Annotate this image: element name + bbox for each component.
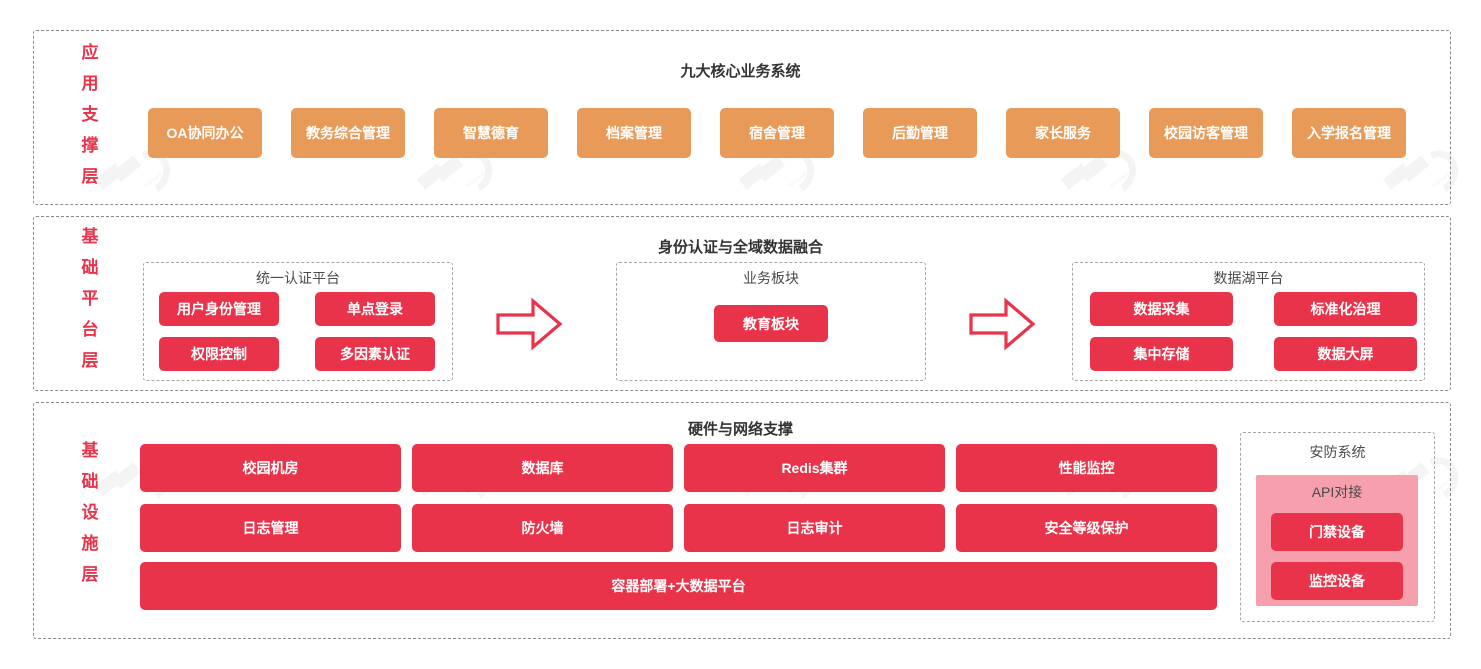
infra-item-container-bigdata[interactable]: 容器部署+大数据平台: [140, 562, 1217, 610]
layer-label-base-platform: 基 础 平 台 层: [72, 228, 108, 369]
datalake-item-storage[interactable]: 集中存储: [1090, 337, 1233, 371]
system-chip-academic[interactable]: 教务综合管理: [291, 108, 405, 158]
infra-item-redis-cluster[interactable]: Redis集群: [684, 444, 945, 492]
layer-label-char: 用: [81, 74, 99, 93]
layer-label-char: 应: [81, 43, 99, 62]
system-chip-oa[interactable]: OA协同办公: [148, 108, 262, 158]
group-title-business-sector: 业务板块: [743, 270, 799, 286]
group-business-sector: [616, 262, 926, 381]
layer-label-char: 层: [81, 565, 99, 584]
business-item-education[interactable]: 教育板块: [714, 305, 828, 342]
group-title-security-system: 安防系统: [1309, 444, 1366, 460]
infra-item-campus-datacenter[interactable]: 校园机房: [140, 444, 401, 492]
system-chip-dormitory[interactable]: 宿舍管理: [720, 108, 834, 158]
layer-label-char: 基: [81, 227, 99, 246]
layer-label-char: 台: [81, 320, 99, 339]
system-chip-enrollment[interactable]: 入学报名管理: [1292, 108, 1406, 158]
infrastructure-layer-title: 硬件与网络支撑: [687, 421, 793, 438]
layer-label-char: 平: [81, 289, 99, 308]
infra-item-database[interactable]: 数据库: [412, 444, 673, 492]
layer-label-char: 施: [81, 534, 99, 553]
layer-label-char: 基: [81, 441, 99, 460]
layer-label-char: 础: [81, 258, 99, 277]
application-layer-title: 九大核心业务系统: [680, 63, 801, 80]
arrow-right-icon: [969, 297, 1036, 351]
infra-item-performance-monitor[interactable]: 性能监控: [956, 444, 1217, 492]
system-chip-parent-service[interactable]: 家长服务: [1006, 108, 1120, 158]
security-device-surveillance[interactable]: 监控设备: [1271, 562, 1403, 600]
layer-application-support: [33, 30, 1451, 205]
layer-label-infrastructure: 基 础 设 施 层: [72, 442, 108, 583]
layer-label-char: 层: [81, 351, 99, 370]
group-security-system: [1240, 432, 1435, 622]
auth-item-permission[interactable]: 权限控制: [159, 337, 279, 371]
layer-infrastructure: [33, 402, 1451, 639]
system-chip-moral-education[interactable]: 智慧德育: [434, 108, 548, 158]
auth-item-sso[interactable]: 单点登录: [315, 292, 435, 326]
security-device-access-control[interactable]: 门禁设备: [1271, 513, 1403, 551]
platform-layer-title: 身份认证与全域数据融合: [657, 239, 823, 256]
security-api-title: API对接: [1311, 484, 1363, 500]
layer-label-char: 撑: [81, 136, 99, 155]
layer-label-char: 支: [81, 105, 99, 124]
system-chip-logistics[interactable]: 后勤管理: [863, 108, 977, 158]
layer-label-char: 础: [81, 472, 99, 491]
group-title-data-lake: 数据湖平台: [1213, 270, 1284, 286]
infra-item-log-management[interactable]: 日志管理: [140, 504, 401, 552]
group-data-lake: [1072, 262, 1425, 381]
infra-item-firewall[interactable]: 防火墙: [412, 504, 673, 552]
group-title-unified-auth: 统一认证平台: [256, 270, 340, 286]
datalake-item-collection[interactable]: 数据采集: [1090, 292, 1233, 326]
auth-item-mfa[interactable]: 多因素认证: [315, 337, 435, 371]
infra-item-security-grade[interactable]: 安全等级保护: [956, 504, 1217, 552]
layer-label-application-support: 应 用 支 撑 层: [72, 44, 108, 185]
layer-label-char: 设: [81, 503, 99, 522]
system-chip-visitor[interactable]: 校园访客管理: [1149, 108, 1263, 158]
layer-label-char: 层: [81, 167, 99, 186]
system-chip-archive[interactable]: 档案管理: [577, 108, 691, 158]
datalake-item-dashboard[interactable]: 数据大屏: [1274, 337, 1417, 371]
auth-item-user-identity[interactable]: 用户身份管理: [159, 292, 279, 326]
infra-item-log-audit[interactable]: 日志审计: [684, 504, 945, 552]
layer-base-platform: [33, 216, 1451, 391]
arrow-right-icon: [496, 297, 563, 351]
datalake-item-governance[interactable]: 标准化治理: [1274, 292, 1417, 326]
group-unified-auth: [143, 262, 453, 381]
